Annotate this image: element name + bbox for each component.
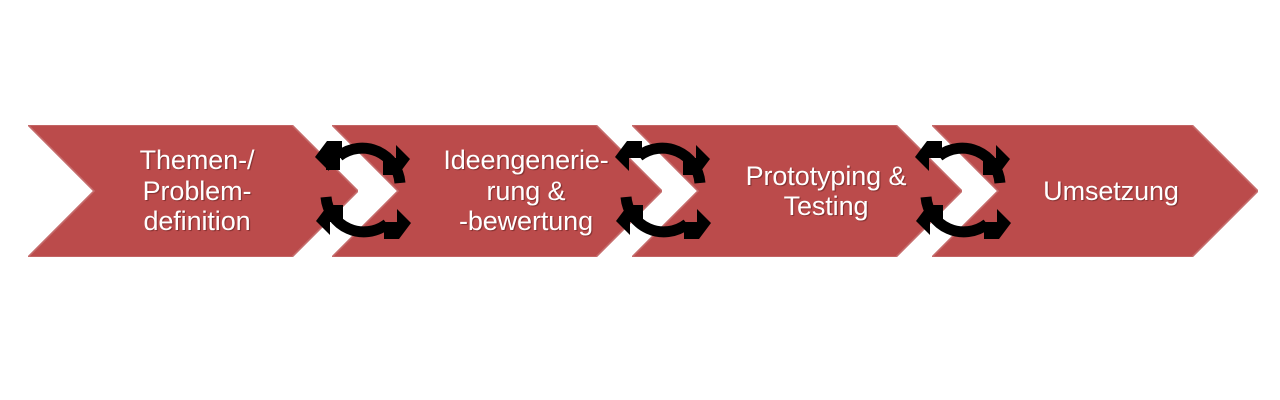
chevron-shape-2 <box>332 125 662 257</box>
chevron-shape-1 <box>28 125 358 257</box>
cycle-arrows-icon <box>909 138 1017 242</box>
chevron-shape-3 <box>632 125 962 257</box>
cycle-arrows-icon <box>309 138 417 242</box>
cycle-arrows-icon <box>609 138 717 242</box>
chevron-shape-4 <box>932 125 1258 257</box>
